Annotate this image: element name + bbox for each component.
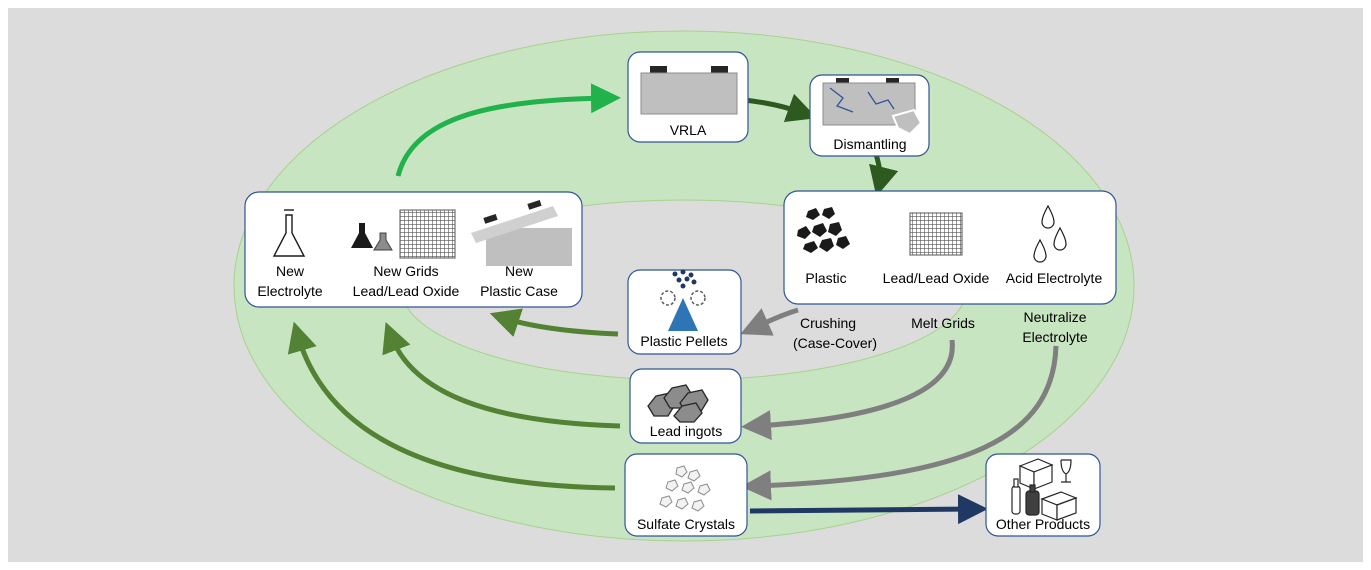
node-other-products: Other Products: [985, 453, 1101, 537]
plastic-label: Plastic: [805, 270, 846, 286]
crushing-label-line1: Crushing: [800, 315, 856, 331]
droplets-icon: [1033, 204, 1067, 263]
node-sulfate-crystals: Sulfate Crystals: [624, 453, 748, 537]
plastic-chunks-icon: [797, 207, 850, 253]
arrow-acid-to-sulfate: [741, 345, 1059, 501]
new-electrolyte-line2: Electrolyte: [257, 283, 323, 299]
process-labels: Crushing (Case-Cover) Melt Grids Neutral…: [793, 309, 1088, 351]
diagram-canvas: VRLA Dismantling Plastic Lead/Lead Oxide: [8, 8, 1363, 562]
lead-ingots-icon: [647, 384, 709, 423]
arrow-grids-to-ingots: [741, 339, 955, 441]
arrow-ingots-to-grids: [382, 322, 621, 429]
new-grid-icon: [399, 209, 456, 259]
new-grids-line2: Lead/Lead Oxide: [353, 283, 460, 299]
melt-grids-label: Melt Grids: [911, 315, 975, 331]
acid-label: Acid Electrolyte: [1006, 270, 1103, 286]
recycling-diagram: VRLA Dismantling Plastic Lead/Lead Oxide: [233, 30, 1135, 542]
arrow-plastic-to-pellets: [740, 307, 799, 336]
arrow-pellets-to-case: [489, 308, 619, 337]
node-plastic-pellets: Plastic Pellets: [627, 269, 742, 355]
other-products-label: Other Products: [996, 516, 1090, 532]
products-icon: [1011, 458, 1078, 521]
broken-battery-icon: [822, 78, 923, 136]
crushing-label-line2: (Case-Cover): [793, 335, 877, 351]
flask-icon: [272, 209, 306, 257]
new-grids-line1: New Grids: [373, 263, 438, 279]
arrows: [287, 83, 1059, 525]
crusher-icon: [660, 269, 706, 331]
node-vrla: VRLA: [627, 51, 749, 143]
sulfate-crystals-label: Sulfate Crystals: [637, 516, 735, 532]
arrow-dismantling-to-components: [869, 153, 899, 197]
lead-oxide-label: Lead/Lead Oxide: [883, 270, 990, 286]
vrla-label: VRLA: [670, 122, 707, 138]
lead-grid-icon: [909, 212, 963, 256]
new-electrolyte-line1: New: [276, 263, 305, 279]
plastic-case-icon: [471, 199, 572, 266]
dismantling-label: Dismantling: [833, 136, 906, 152]
neutralize-label-line1: Neutralize: [1023, 309, 1086, 325]
plastic-pellets-label: Plastic Pellets: [640, 333, 727, 349]
lead-ingots-label: Lead ingots: [650, 423, 722, 439]
arrow-sulfate-to-other: [749, 494, 988, 525]
arrow-new-to-vrla: [395, 83, 621, 177]
lab-flasks-icon: [351, 223, 393, 251]
battery-icon: [640, 66, 738, 115]
new-case-line2: Plastic Case: [480, 283, 558, 299]
new-case-line1: New: [505, 263, 534, 279]
node-dismantling: Dismantling: [809, 74, 930, 157]
node-new-materials: New Electrolyte New Grids Lead/Lead Oxid…: [244, 191, 583, 308]
node-components: Plastic Lead/Lead Oxide Acid Electrolyte: [783, 190, 1117, 305]
crystals-icon: [659, 465, 711, 512]
neutralize-label-line2: Electrolyte: [1022, 329, 1088, 345]
arrow-sulfate-to-electrolyte: [287, 321, 616, 491]
node-lead-ingots: Lead ingots: [629, 368, 742, 444]
